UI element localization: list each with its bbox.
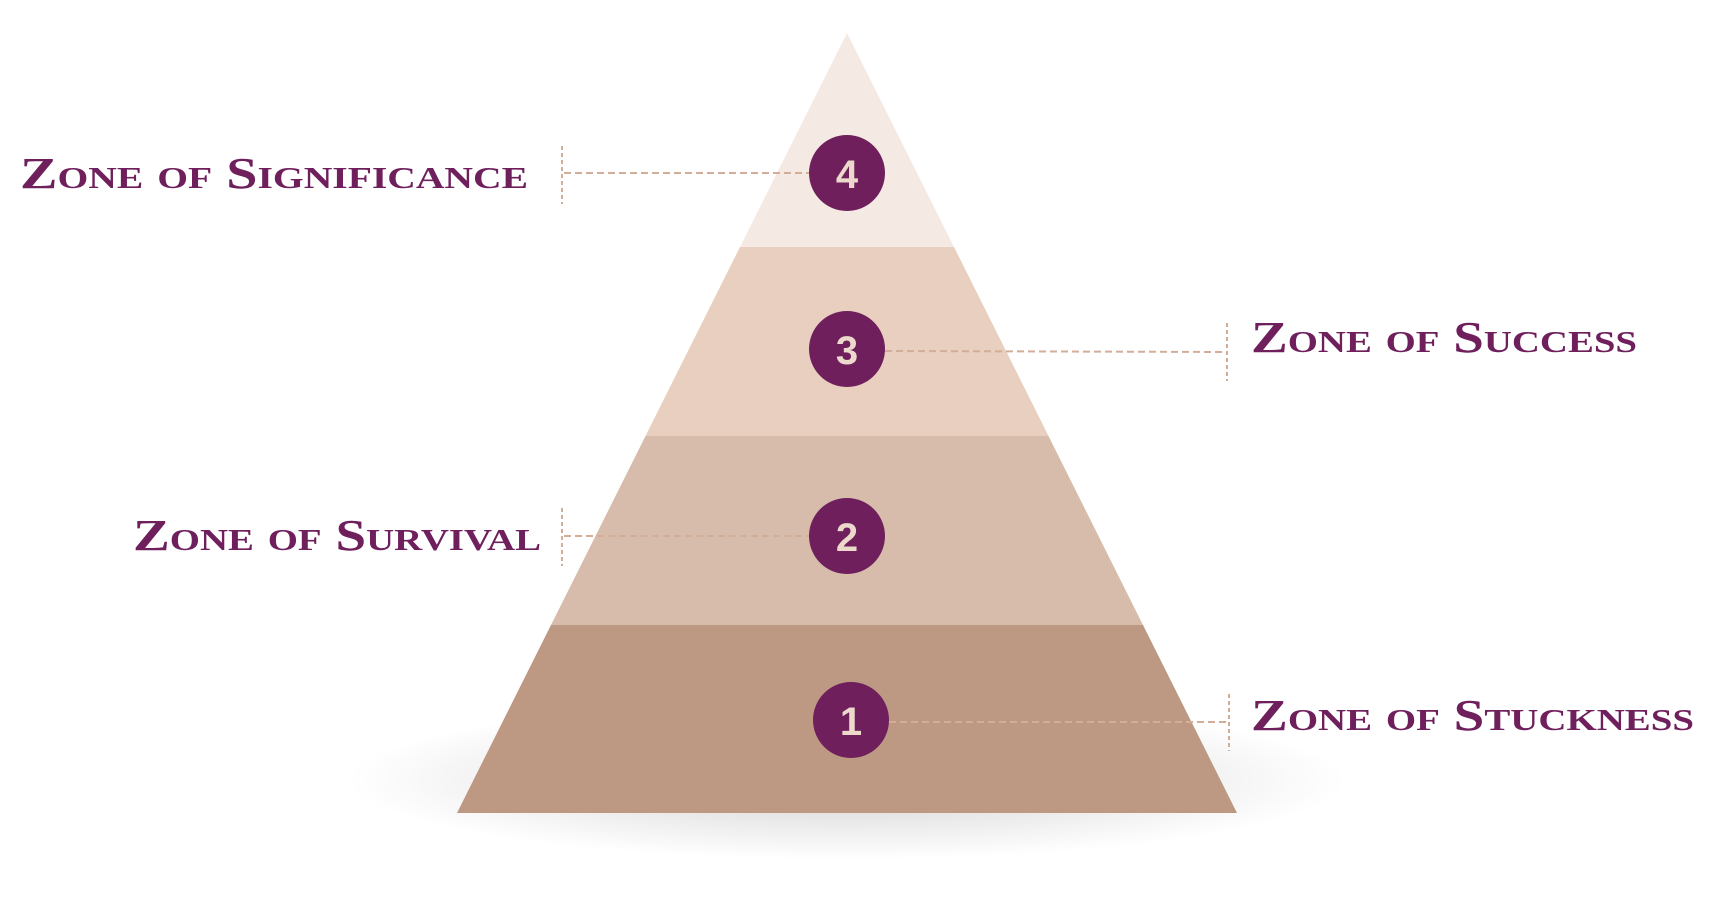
badge-1: 1 [813, 682, 889, 758]
label-zone-of-stuckness: Zone of Stuckness [1251, 691, 1694, 740]
badge-number: 3 [836, 329, 858, 373]
label-zone-of-success: Zone of Success [1251, 313, 1637, 362]
label-zone-of-significance: Zone of Significance [20, 149, 528, 198]
label-zone-of-survival: Zone of Survival [133, 511, 541, 560]
badge-circle [809, 135, 885, 211]
badge-number: 4 [836, 153, 859, 197]
connector-line-3 [884, 350, 1226, 353]
badge-circle [809, 498, 885, 574]
badge-3: 3 [809, 311, 885, 387]
badge-circle [813, 682, 889, 758]
badge-number: 1 [840, 700, 862, 744]
pyramid-level-4 [457, 33, 1237, 247]
badge-circle [809, 311, 885, 387]
badge-2: 2 [809, 498, 885, 574]
badge-4: 4 [809, 135, 885, 211]
badge-number: 2 [836, 516, 858, 560]
